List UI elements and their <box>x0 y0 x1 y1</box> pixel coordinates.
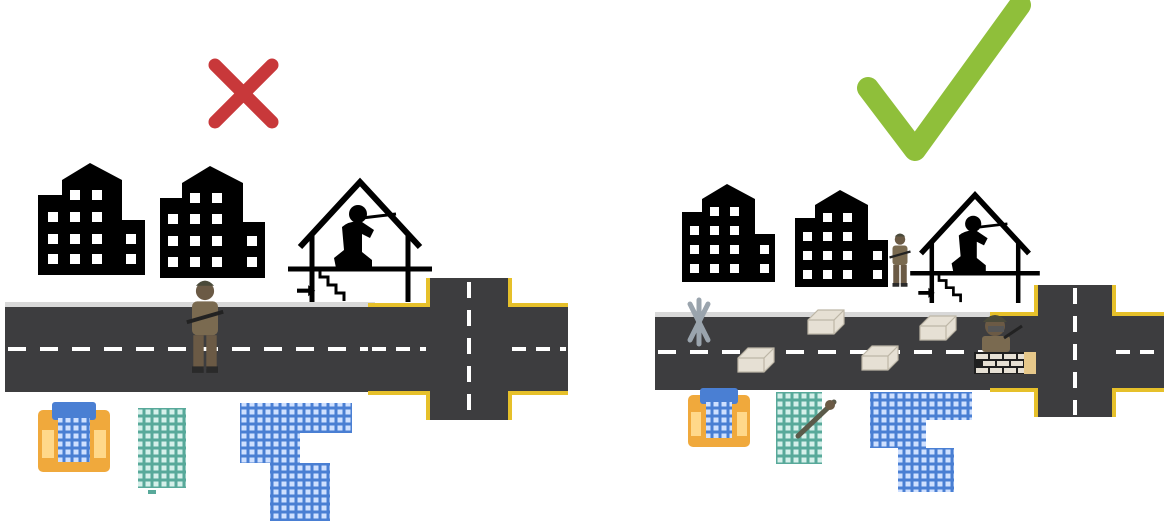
street-road <box>5 302 375 392</box>
blue-building-icon <box>870 392 972 492</box>
right-panel <box>655 5 1164 492</box>
building-icon <box>682 184 775 282</box>
house-with-sniper-icon <box>288 182 432 302</box>
intersection <box>990 285 1164 417</box>
left-panel <box>5 65 568 521</box>
building-icon <box>795 190 888 287</box>
teal-building-icon <box>138 408 186 494</box>
orange-building-icon <box>688 388 750 447</box>
blue-building-icon <box>240 403 352 521</box>
small-building-icons <box>38 402 352 521</box>
teal-building-icon <box>776 392 835 464</box>
building-icon <box>160 166 265 278</box>
small-building-icons <box>688 388 972 492</box>
house-with-sniper-icon <box>910 195 1040 303</box>
orange-building-icon <box>38 402 110 472</box>
intersection <box>368 278 568 420</box>
soldier-icon <box>890 234 911 287</box>
checkmark-icon <box>868 5 1020 150</box>
cross-icon <box>215 65 272 122</box>
building-icon <box>38 163 145 275</box>
